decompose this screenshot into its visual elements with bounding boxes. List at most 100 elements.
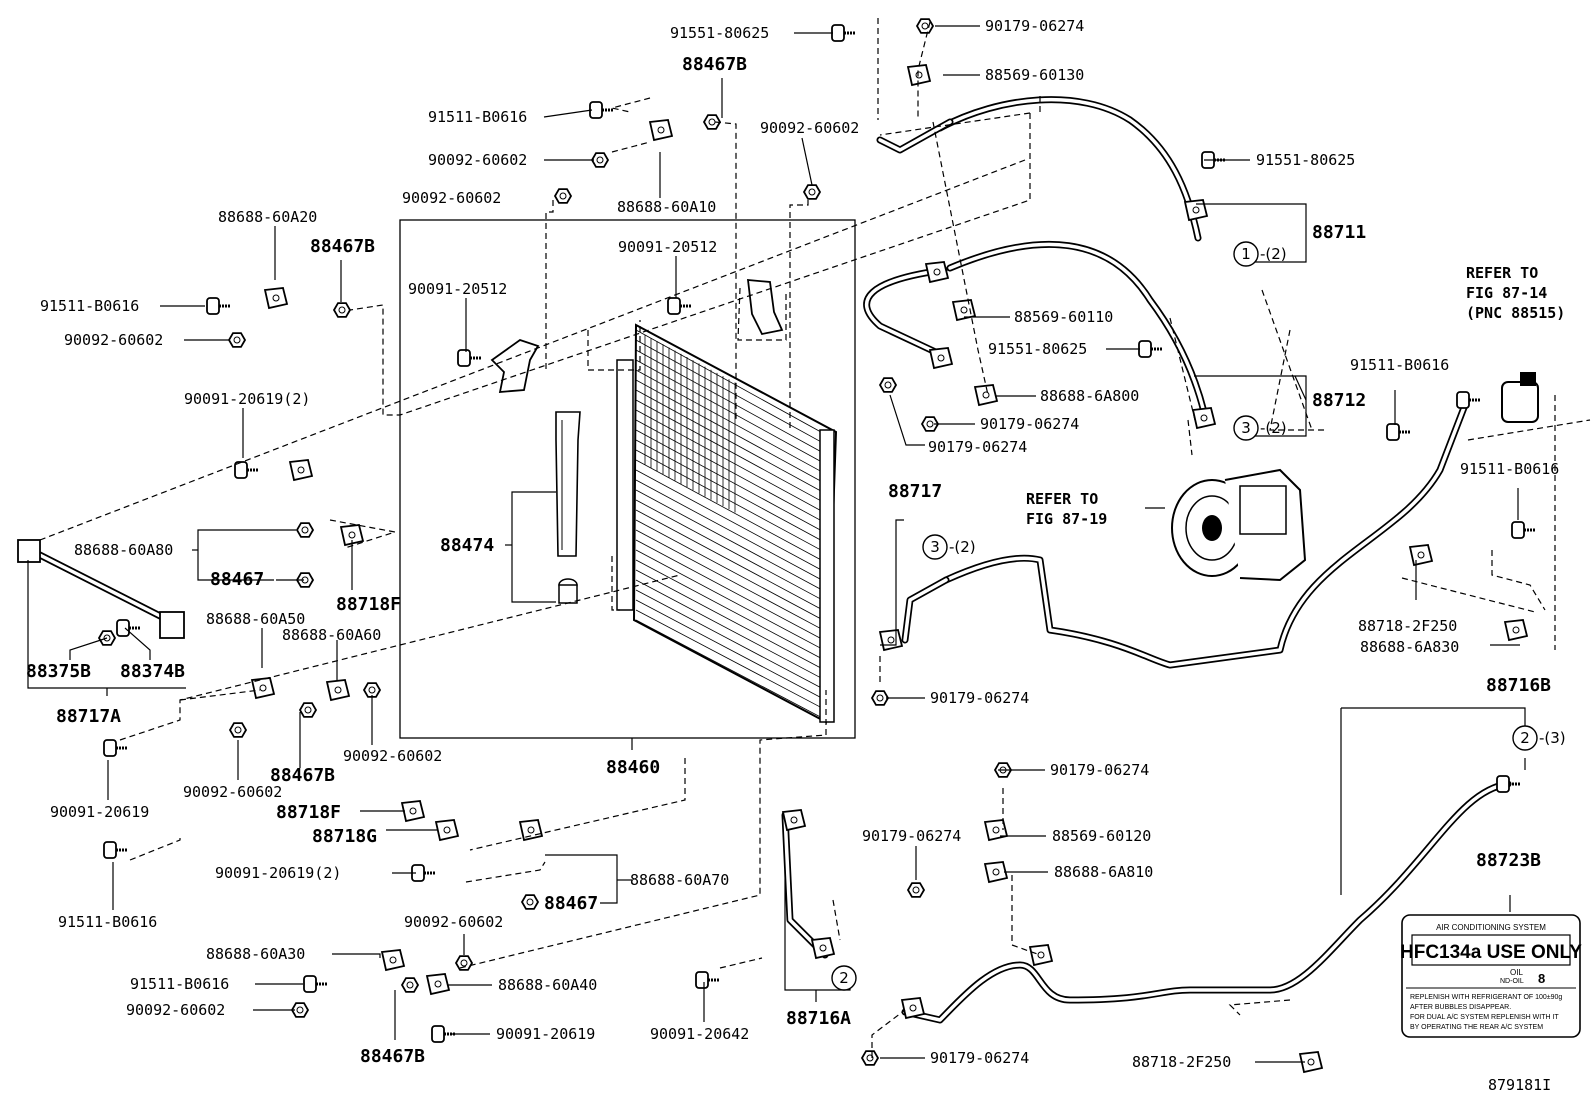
bolt-icon[interactable]: [103, 739, 128, 757]
tube-88716A[interactable]: [781, 811, 829, 959]
part-label[interactable]: 88375B: [26, 661, 91, 682]
clamp-icon[interactable]: [1503, 619, 1529, 642]
bolt-icon[interactable]: [831, 24, 856, 42]
nut-icon[interactable]: [802, 184, 822, 200]
bolt-icon[interactable]: [431, 1025, 456, 1043]
bolt-icon[interactable]: [411, 864, 436, 882]
nut-icon[interactable]: [860, 1050, 880, 1066]
part-label[interactable]: 88374B: [120, 661, 185, 682]
bolt-icon[interactable]: [206, 297, 231, 315]
part-label[interactable]: 90179-06274: [930, 1049, 1029, 1067]
clamp-icon[interactable]: [1298, 1051, 1324, 1074]
part-label[interactable]: 90091-20619(2): [184, 390, 310, 408]
part-label[interactable]: 88467: [544, 893, 598, 914]
part-label[interactable]: 91551-80625: [1256, 151, 1355, 169]
bolt-icon[interactable]: [667, 297, 692, 315]
condenser-core[interactable]: [616, 323, 838, 724]
part-label[interactable]: 88688-60A30: [206, 945, 305, 963]
part-label[interactable]: 91511-B0616: [58, 913, 157, 931]
part-label[interactable]: 90092-60602: [404, 913, 503, 931]
part-label[interactable]: 90179-06274: [985, 17, 1084, 35]
clamp-icon[interactable]: [425, 973, 451, 996]
part-label[interactable]: 88716A: [786, 1008, 851, 1029]
part-label[interactable]: 88718F: [336, 594, 401, 615]
ac-compressor[interactable]: [1171, 468, 1307, 582]
part-label[interactable]: 91511-B0616: [130, 975, 229, 993]
bracket-upper-left[interactable]: [490, 339, 540, 393]
clamp-icon[interactable]: [1183, 199, 1209, 222]
part-label[interactable]: 88688-60A60: [282, 626, 381, 644]
part-label[interactable]: 90091-20642: [650, 1025, 749, 1043]
discharge-hose-88711[interactable]: [876, 96, 1202, 242]
clamp-icon[interactable]: [928, 347, 954, 370]
part-label[interactable]: 88716B: [1486, 675, 1551, 696]
part-label[interactable]: 91551-80625: [988, 340, 1087, 358]
clamp-icon[interactable]: [1408, 544, 1434, 567]
bolt-icon[interactable]: [589, 101, 614, 119]
part-label[interactable]: 90092-60602: [428, 151, 527, 169]
bolt-icon[interactable]: [695, 971, 720, 989]
part-label[interactable]: 88688-6A800: [1040, 387, 1139, 405]
part-label[interactable]: 88712: [1312, 390, 1366, 411]
clamp-icon[interactable]: [906, 64, 932, 87]
receiver-dryer[interactable]: [555, 411, 581, 604]
clamp-icon[interactable]: [951, 299, 977, 322]
clamp-icon[interactable]: [400, 800, 426, 823]
part-label[interactable]: 88467B: [360, 1046, 425, 1067]
part-label[interactable]: 88467B: [270, 765, 335, 786]
part-label[interactable]: 88569-60120: [1052, 827, 1151, 845]
part-label[interactable]: 90091-20512: [408, 280, 507, 298]
bolt-icon[interactable]: [1511, 521, 1536, 539]
tube-88716B[interactable]: [901, 780, 1512, 1024]
part-label[interactable]: 90091-20619(2): [215, 864, 341, 882]
nut-icon[interactable]: [227, 332, 247, 348]
part-label[interactable]: 90179-06274: [862, 827, 961, 845]
part-label[interactable]: 88688-60A70: [630, 871, 729, 889]
part-label[interactable]: 90179-06274: [930, 689, 1029, 707]
nut-icon[interactable]: [870, 690, 890, 706]
part-label[interactable]: 88569-60130: [985, 66, 1084, 84]
nut-icon[interactable]: [878, 377, 898, 393]
part-label[interactable]: 91511-B0616: [1460, 460, 1559, 478]
part-label[interactable]: 90092-60602: [760, 119, 859, 137]
part-label[interactable]: 88718F: [276, 802, 341, 823]
clamp-icon[interactable]: [339, 524, 365, 547]
part-label[interactable]: 90092-60602: [343, 747, 442, 765]
part-label[interactable]: 88718G: [312, 826, 377, 847]
nut-icon[interactable]: [906, 882, 926, 898]
part-label[interactable]: 88460: [606, 757, 660, 778]
clamp-icon[interactable]: [810, 937, 836, 960]
part-label[interactable]: 90091-20619: [50, 803, 149, 821]
nut-icon[interactable]: [553, 188, 573, 204]
clamp-icon[interactable]: [973, 384, 999, 407]
nut-icon[interactable]: [590, 152, 610, 168]
part-label[interactable]: 88688-6A830: [1360, 638, 1459, 656]
part-label[interactable]: 88474: [440, 535, 494, 556]
part-label[interactable]: 90179-06274: [928, 438, 1027, 456]
nut-icon[interactable]: [228, 722, 248, 738]
clamp-icon[interactable]: [434, 819, 460, 842]
clamp-icon[interactable]: [983, 819, 1009, 842]
part-label[interactable]: 90092-60602: [64, 331, 163, 349]
nut-icon[interactable]: [295, 572, 315, 588]
clamp-icon[interactable]: [648, 119, 674, 142]
nut-icon[interactable]: [920, 416, 940, 432]
bolt-icon[interactable]: [303, 975, 328, 993]
part-label[interactable]: 91511-B0616: [428, 108, 527, 126]
part-label[interactable]: 90091-20619: [496, 1025, 595, 1043]
part-label[interactable]: 88688-60A20: [218, 208, 317, 226]
liquid-tube-88717[interactable]: [901, 401, 1469, 669]
nut-icon[interactable]: [520, 894, 540, 910]
clamp-icon[interactable]: [878, 629, 904, 652]
nut-icon[interactable]: [362, 682, 382, 698]
part-label[interactable]: 88688-60A40: [498, 976, 597, 994]
part-label[interactable]: 88688-6A810: [1054, 863, 1153, 881]
clamp-icon[interactable]: [1028, 944, 1054, 967]
hfc134a-caution-label[interactable]: AIR CONDITIONING SYSTEM HFC134a USE ONLY…: [1400, 914, 1582, 1038]
expansion-valve[interactable]: [1501, 372, 1539, 423]
clamp-icon[interactable]: [325, 679, 351, 702]
bolt-icon[interactable]: [1386, 423, 1411, 441]
clamp-icon[interactable]: [380, 949, 406, 972]
part-label[interactable]: 88717A: [56, 706, 121, 727]
bolt-icon[interactable]: [1138, 340, 1163, 358]
